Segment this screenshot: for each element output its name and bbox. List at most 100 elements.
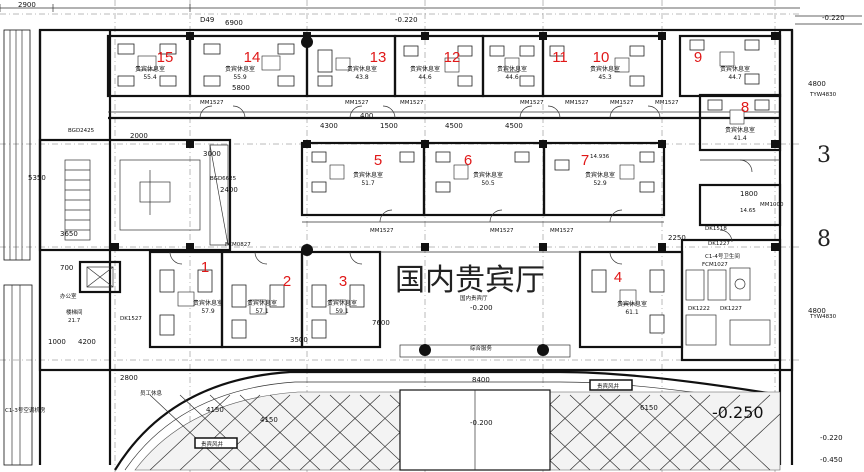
svg-text:-0.200: -0.200 bbox=[470, 304, 493, 312]
svg-text:DK1527: DK1527 bbox=[120, 316, 142, 322]
svg-text:7600: 7600 bbox=[372, 319, 390, 327]
room-name-4: 贵宾休息室 bbox=[617, 300, 647, 308]
svg-text:TYW4830: TYW4830 bbox=[809, 92, 837, 98]
room-number-11: 11 bbox=[552, 49, 568, 66]
dim-top-2: D49 bbox=[200, 16, 214, 24]
svg-text:员工休息: 员工休息 bbox=[140, 389, 163, 397]
room-number-13: 13 bbox=[370, 49, 387, 66]
dim-top-1: 2900 bbox=[18, 1, 36, 9]
furniture-sets bbox=[117, 39, 770, 339]
svg-text:MM1527: MM1527 bbox=[370, 228, 394, 234]
room-area-3: 59.1 bbox=[335, 308, 349, 315]
svg-text:MM1527: MM1527 bbox=[345, 100, 369, 106]
room-number-7: 7 bbox=[581, 152, 589, 169]
svg-text:MM1527: MM1527 bbox=[610, 100, 634, 106]
room-number-1: 1 bbox=[201, 259, 209, 276]
room-area-9: 44.7 bbox=[728, 74, 742, 81]
room-area-12: 44.6 bbox=[418, 74, 432, 81]
svg-text:BGD6625: BGD6625 bbox=[210, 176, 237, 182]
svg-text:DK1222: DK1222 bbox=[688, 306, 710, 312]
room-number-4: 4 bbox=[614, 269, 622, 286]
svg-text:MM1527: MM1527 bbox=[400, 100, 424, 106]
svg-text:MM1527: MM1527 bbox=[520, 100, 544, 106]
svg-text:国内贵宾厅: 国内贵宾厅 bbox=[460, 294, 488, 302]
svg-text:2400: 2400 bbox=[220, 186, 238, 194]
top-dimension-row: 2900 D49 -0.220 -0.220 bbox=[0, 1, 862, 25]
top-row-rooms bbox=[106, 34, 782, 120]
room-area-5: 51.7 bbox=[361, 180, 375, 187]
svg-text:14.936: 14.936 bbox=[590, 154, 610, 160]
svg-text:6150: 6150 bbox=[640, 404, 658, 412]
room-number-12: 12 bbox=[444, 49, 461, 66]
svg-text:3: 3 bbox=[817, 143, 831, 168]
room-number-3: 3 bbox=[339, 273, 347, 290]
svg-text:MM1527: MM1527 bbox=[550, 228, 574, 234]
room-area-4: 61.1 bbox=[625, 309, 639, 316]
room-name-1: 贵宾休息室 bbox=[193, 299, 223, 307]
svg-text:4200: 4200 bbox=[78, 338, 96, 346]
room-number-8: 8 bbox=[741, 99, 749, 116]
svg-text:办公室: 办公室 bbox=[60, 292, 77, 300]
svg-text:1500: 1500 bbox=[380, 122, 398, 130]
svg-text:-0.250: -0.250 bbox=[712, 403, 764, 422]
room-area-10: 45.3 bbox=[598, 74, 612, 81]
svg-text:3500: 3500 bbox=[290, 336, 308, 344]
svg-text:3650: 3650 bbox=[60, 230, 78, 238]
svg-text:3000: 3000 bbox=[203, 150, 221, 158]
room-name-7: 贵宾休息室 bbox=[585, 171, 615, 179]
middle-rooms bbox=[300, 141, 666, 223]
room-name-9: 贵宾休息室 bbox=[720, 65, 750, 73]
room-area-14: 55.9 bbox=[233, 74, 247, 81]
hall-title: 国内贵宾厅 bbox=[395, 263, 545, 298]
room-number-2: 2 bbox=[283, 273, 291, 290]
svg-text:DK1227: DK1227 bbox=[708, 241, 730, 247]
structural-columns bbox=[111, 32, 779, 356]
svg-text:4150: 4150 bbox=[206, 406, 224, 414]
svg-text:-0.220: -0.220 bbox=[820, 434, 843, 442]
room-number-10: 10 bbox=[593, 49, 610, 66]
room-area-1: 57.9 bbox=[201, 308, 215, 315]
svg-text:1800: 1800 bbox=[740, 190, 758, 198]
svg-text:FCM1027: FCM1027 bbox=[702, 262, 728, 268]
svg-text:MM1527: MM1527 bbox=[565, 100, 589, 106]
svg-text:5800: 5800 bbox=[232, 84, 250, 92]
room-area-15: 55.4 bbox=[143, 74, 157, 81]
svg-text:贵宾风井: 贵宾风井 bbox=[201, 440, 224, 448]
svg-text:4500: 4500 bbox=[445, 122, 463, 130]
svg-text:2800: 2800 bbox=[120, 374, 138, 382]
svg-text:4800: 4800 bbox=[808, 307, 826, 315]
room-area-11: 44.6 bbox=[505, 74, 519, 81]
svg-text:14.65: 14.65 bbox=[740, 208, 756, 214]
left-edge-strip bbox=[3, 29, 33, 466]
svg-text:4300: 4300 bbox=[320, 122, 338, 130]
door-swings bbox=[169, 105, 753, 265]
svg-text:5350: 5350 bbox=[28, 174, 46, 182]
svg-text:MM1000: MM1000 bbox=[760, 202, 784, 208]
svg-text:400: 400 bbox=[360, 112, 373, 120]
room-labels: 15 贵宾休息室 55.4 14 贵宾休息室 55.9 13 贵宾休息室 43.… bbox=[135, 49, 755, 316]
svg-text:DK1518: DK1518 bbox=[705, 226, 727, 232]
dim-top-3: -0.220 bbox=[395, 16, 418, 24]
room-area-6: 50.5 bbox=[481, 180, 495, 187]
svg-text:4150: 4150 bbox=[260, 416, 278, 424]
room-name-14: 贵宾休息室 bbox=[225, 65, 255, 73]
room-name-6: 贵宾休息室 bbox=[473, 171, 503, 179]
dimension-labels: 6900 5800 4300 4500 4500 1500 400 3000 2… bbox=[28, 19, 843, 464]
svg-text:贵宾风井: 贵宾风井 bbox=[597, 382, 620, 390]
svg-text:2250: 2250 bbox=[668, 234, 686, 242]
room-number-9: 9 bbox=[694, 49, 702, 66]
svg-text:综合服务: 综合服务 bbox=[470, 344, 493, 352]
svg-text:8: 8 bbox=[817, 227, 831, 252]
svg-text:1000: 1000 bbox=[48, 338, 66, 346]
left-service-block bbox=[38, 138, 232, 294]
door-codes: MM1527 MM1527 MM1527 MM1527 MM1527 MM152… bbox=[200, 100, 784, 312]
dim-top-4: -0.220 bbox=[822, 14, 845, 22]
room-name-10: 贵宾休息室 bbox=[590, 65, 620, 73]
svg-text:2000: 2000 bbox=[130, 132, 148, 140]
room-name-11: 贵宾休息室 bbox=[497, 65, 527, 73]
room-name-8: 贵宾休息室 bbox=[725, 126, 755, 134]
room-area-8: 41.4 bbox=[733, 135, 747, 142]
svg-text:BGD2425: BGD2425 bbox=[68, 128, 95, 134]
room-name-12: 贵宾休息室 bbox=[410, 65, 440, 73]
svg-text:6900: 6900 bbox=[225, 19, 243, 27]
